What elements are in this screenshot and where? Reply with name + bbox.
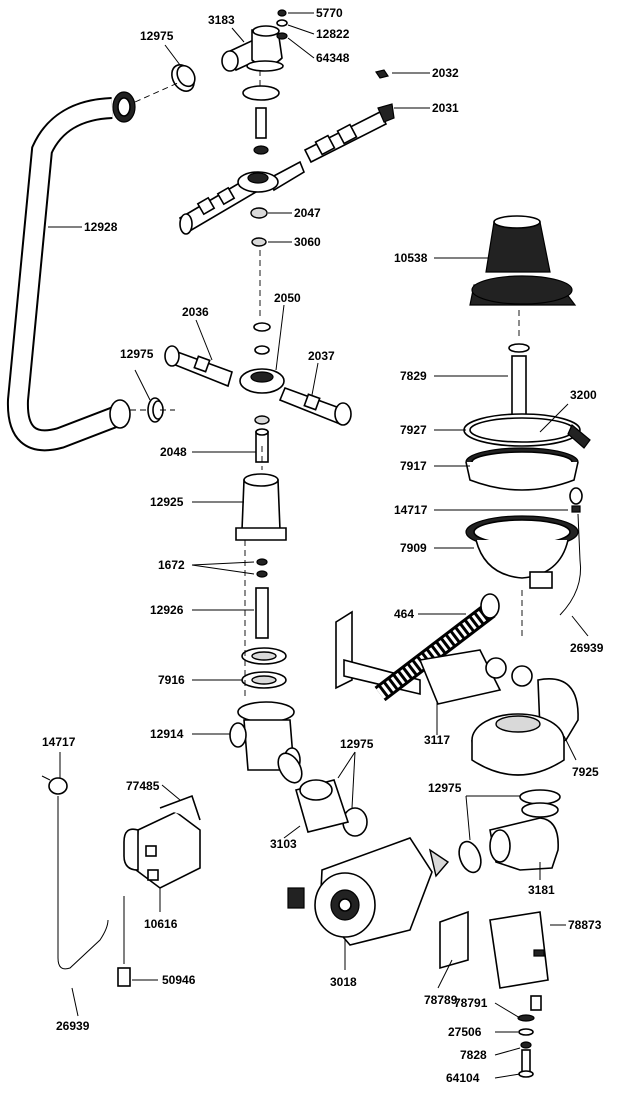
part-14717-left-sensor — [41, 775, 68, 795]
callout-26939a: 26939 — [570, 641, 604, 655]
callout-7909: 7909 — [400, 541, 427, 555]
part-2031-spray-arm-tube — [303, 103, 395, 164]
part-2032-clip — [375, 69, 389, 79]
part-77485-10616-heater-module — [123, 794, 201, 889]
part-14717-right-fitting — [569, 487, 583, 513]
callout-3183: 3183 — [208, 13, 235, 27]
callout-12928: 12928 — [84, 220, 118, 234]
callout-1672: 1672 — [158, 558, 185, 572]
part-upper-spray-arm — [178, 107, 305, 235]
callout-12925: 12925 — [150, 495, 184, 509]
part-26939-right-cable — [559, 513, 582, 616]
part-7927-7917-rings — [463, 413, 591, 491]
callout-64348: 64348 — [316, 51, 350, 65]
callout-labels: 5770 3183 12822 12975 64348 2032 2031 12928 2047… — [42, 6, 604, 1085]
assembly-axes — [130, 70, 523, 700]
callout-12926: 12926 — [150, 603, 184, 617]
callout-12975a: 12975 — [140, 29, 174, 43]
part-hose-clamp-12975-top — [171, 64, 196, 92]
callout-12975b: 12975 — [120, 347, 154, 361]
callout-2037: 2037 — [308, 349, 335, 363]
part-26939-left-cable — [57, 796, 109, 970]
callout-5770: 5770 — [316, 6, 343, 20]
part-3103-hose-connector — [295, 779, 350, 833]
callout-64104: 64104 — [446, 1071, 480, 1085]
part-78873-78789-brackets — [439, 910, 549, 989]
part-78791-27506-7828-64104-fasteners — [517, 995, 542, 1078]
callout-7925: 7925 — [572, 765, 599, 779]
callout-3103: 3103 — [270, 837, 297, 851]
callout-3200: 3200 — [570, 388, 597, 402]
callout-7927: 7927 — [400, 423, 427, 437]
callout-10538: 10538 — [394, 251, 428, 265]
part-50946-sleeve — [117, 896, 131, 987]
callout-78791: 78791 — [454, 996, 488, 1010]
callout-14717b: 14717 — [42, 735, 76, 749]
callout-7829: 7829 — [400, 369, 427, 383]
part-7925-pump-cover — [471, 678, 579, 776]
callout-464: 464 — [394, 607, 414, 621]
part-12925-tube-housing — [235, 473, 287, 541]
callout-3060: 3060 — [294, 235, 321, 249]
part-7909-sump-bowl — [465, 515, 579, 589]
leader-lines — [48, 12, 589, 1079]
part-3018-motor — [287, 837, 450, 946]
callout-3117: 3117 — [424, 733, 450, 747]
part-washer-lower — [254, 415, 270, 425]
callout-12975d: 12975 — [428, 781, 462, 795]
callout-77485: 77485 — [126, 779, 160, 793]
callout-7916: 7916 — [158, 673, 185, 687]
callout-12822: 12822 — [316, 27, 350, 41]
callout-27506: 27506 — [448, 1025, 482, 1039]
callout-2050: 2050 — [274, 291, 301, 305]
callout-12914: 12914 — [150, 727, 184, 741]
callout-2048: 2048 — [160, 445, 187, 459]
part-3060-washer — [251, 237, 267, 247]
part-7916-seals — [241, 647, 287, 689]
callout-78873: 78873 — [568, 918, 602, 932]
callout-10616: 10616 — [144, 917, 178, 931]
callout-7828: 7828 — [460, 1048, 487, 1062]
callout-2031: 2031 — [432, 101, 459, 115]
callout-14717a: 14717 — [394, 503, 428, 517]
part-1672-rings — [256, 558, 268, 578]
part-3181-elbow — [489, 802, 559, 871]
part-12975-clamps-right — [458, 789, 561, 874]
callout-2036: 2036 — [182, 305, 209, 319]
callout-2032: 2032 — [432, 66, 459, 80]
callout-78789: 78789 — [424, 993, 458, 1007]
part-2047-seal — [250, 207, 268, 219]
part-3183-spray-head — [221, 25, 284, 72]
part-2050-lower-spray-arm — [164, 322, 352, 426]
part-12926-shaft — [255, 587, 269, 639]
part-3117-valve-body — [418, 649, 533, 705]
part-oring-top — [242, 85, 280, 101]
callout-3018: 3018 — [330, 975, 357, 989]
part-12975-clamps-mid — [277, 752, 368, 837]
callout-2047: 2047 — [294, 206, 321, 220]
part-12928-long-hose — [6, 91, 136, 452]
callout-26939b: 26939 — [56, 1019, 90, 1033]
part-5770-12822-64348-small-rings — [276, 9, 288, 40]
part-10538-filter-cone — [469, 215, 577, 306]
callout-3181: 3181 — [528, 883, 555, 897]
part-464-hose-and-bracket — [335, 593, 500, 702]
callout-7917: 7917 — [400, 459, 427, 473]
callout-50946: 50946 — [162, 973, 196, 987]
callout-12975c: 12975 — [340, 737, 374, 751]
